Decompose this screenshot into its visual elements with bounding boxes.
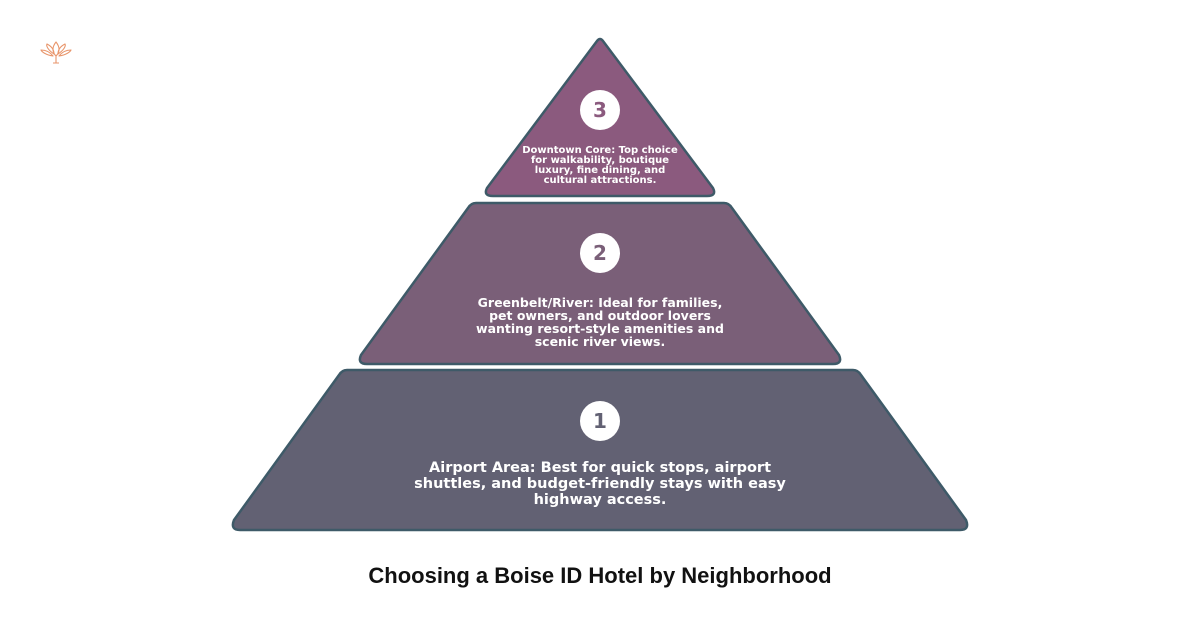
lotus-icon xyxy=(40,41,72,64)
tier-2-description: Greenbelt/River: Ideal for families, pet… xyxy=(476,295,724,350)
tier-2-badge: 2 xyxy=(580,233,620,273)
tier-3-badge: 3 xyxy=(580,90,620,130)
pyramid-tier-2 xyxy=(358,201,842,366)
tier-3-description: Downtown Core: Top choice for walkabilit… xyxy=(522,145,678,186)
tier-1-number: 1 xyxy=(593,409,607,433)
pyramid-tier-1 xyxy=(231,368,969,532)
tier-3-number: 3 xyxy=(593,98,607,122)
tier-1-description: Airport Area: Best for quick stops, airp… xyxy=(414,460,786,508)
tier-2-number: 2 xyxy=(593,241,607,265)
tier-1-badge: 1 xyxy=(580,401,620,441)
diagram-title: Choosing a Boise ID Hotel by Neighborhoo… xyxy=(368,563,832,588)
